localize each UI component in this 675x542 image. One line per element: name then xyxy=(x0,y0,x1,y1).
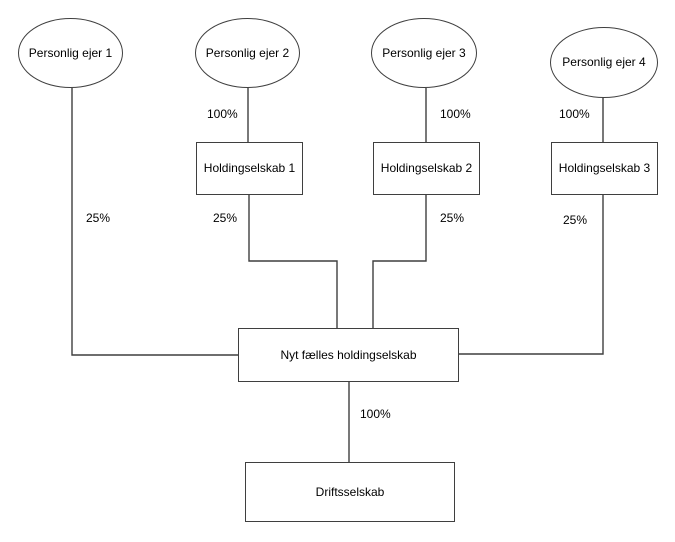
node-holdingselskab-1: Holdingselskab 1 xyxy=(196,142,303,195)
edge-holding1-joint xyxy=(248,195,338,328)
node-label: Driftsselskab xyxy=(315,484,385,499)
edge-label-owner2-holding1: 100% xyxy=(207,107,238,121)
node-personlig-ejer-2: Personlig ejer 2 xyxy=(195,18,300,88)
node-personlig-ejer-3: Personlig ejer 3 xyxy=(371,18,477,88)
node-holdingselskab-2: Holdingselskab 2 xyxy=(373,142,480,195)
node-driftsselskab: Driftsselskab xyxy=(245,462,455,522)
edge-label-owner3-holding2: 100% xyxy=(440,107,471,121)
node-label: Personlig ejer 3 xyxy=(382,45,466,60)
edge-owner1-joint xyxy=(71,88,238,356)
node-personlig-ejer-1: Personlig ejer 1 xyxy=(18,18,123,88)
edge-label-owner1-joint: 25% xyxy=(86,211,111,225)
node-label: Personlig ejer 2 xyxy=(205,45,290,60)
edge-label-owner4-holding3: 100% xyxy=(559,107,590,121)
node-label: Personlig ejer 1 xyxy=(28,45,113,60)
node-holdingselskab-3: Holdingselskab 3 xyxy=(551,142,658,195)
node-label: Holdingselskab 1 xyxy=(203,161,296,176)
node-label: Holdingselskab 3 xyxy=(558,161,651,176)
edge-label-holding1-joint: 25% xyxy=(213,211,238,225)
edge-label-holding3-joint: 25% xyxy=(563,213,588,227)
edge-holding3-joint xyxy=(459,195,604,355)
edge-label-joint-operating: 100% xyxy=(360,407,391,421)
node-nyt-faelles-holdingselskab: Nyt fælles holdingselskab xyxy=(238,328,459,382)
node-label: Holdingselskab 2 xyxy=(380,161,473,176)
edge-holding2-joint xyxy=(372,195,427,328)
node-personlig-ejer-4: Personlig ejer 4 xyxy=(550,27,658,98)
node-label: Personlig ejer 4 xyxy=(562,55,646,70)
edge-label-holding2-joint: 25% xyxy=(440,211,465,225)
node-label: Nyt fælles holdingselskab xyxy=(280,347,417,362)
